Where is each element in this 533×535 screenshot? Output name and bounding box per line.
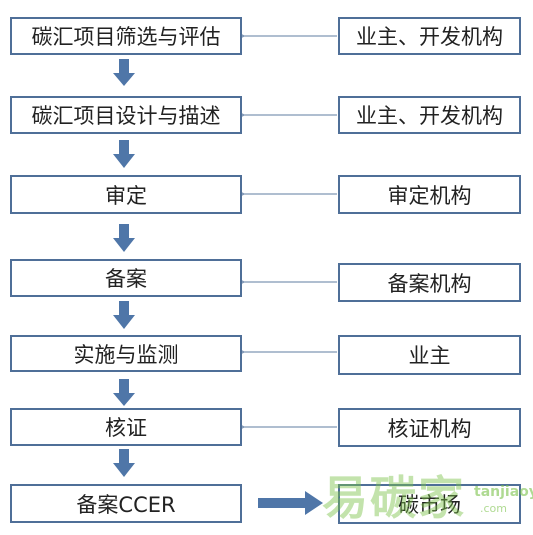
step-label: 备案CCER bbox=[76, 492, 176, 517]
actor-label: 业主 bbox=[408, 344, 451, 368]
actor-label: 业主、开发机构 bbox=[356, 104, 503, 128]
down-arrow-3 bbox=[113, 224, 135, 252]
step-screening-evaluation: 碳汇项目筛选与评估 bbox=[10, 17, 242, 55]
actor-label: 审定机构 bbox=[387, 183, 472, 208]
right-arrow bbox=[258, 491, 323, 515]
actor-registration-body: 备案机构 bbox=[338, 263, 521, 302]
actor-carbon-market: 碳市场 bbox=[338, 484, 521, 524]
down-arrow-4 bbox=[113, 301, 135, 329]
step-label: 碳汇项目设计与描述 bbox=[31, 104, 221, 128]
step-registration: 备案 bbox=[10, 259, 242, 297]
step-label: 实施与监测 bbox=[73, 342, 179, 367]
step-label: 碳汇项目筛选与评估 bbox=[31, 25, 221, 49]
step-validation: 审定 bbox=[10, 175, 242, 214]
step-label: 核证 bbox=[105, 416, 147, 440]
actor-label: 碳市场 bbox=[398, 493, 461, 517]
actor-verification-body: 核证机构 bbox=[338, 408, 521, 447]
step-design-description: 碳汇项目设计与描述 bbox=[10, 96, 242, 134]
actor-owner-developer: 业主、开发机构 bbox=[338, 17, 521, 55]
actor-label: 核证机构 bbox=[387, 416, 472, 441]
down-arrow-2 bbox=[113, 140, 135, 168]
down-arrow-6 bbox=[113, 449, 135, 477]
step-label: 审定 bbox=[105, 183, 147, 208]
down-arrow-5 bbox=[113, 379, 135, 406]
actor-label: 业主、开发机构 bbox=[356, 25, 503, 49]
step-ccer-registration: 备案CCER bbox=[10, 484, 242, 523]
step-label: 备案 bbox=[105, 267, 147, 291]
down-arrow-1 bbox=[113, 59, 135, 86]
step-verification: 核证 bbox=[10, 408, 242, 446]
actor-validation-body: 审定机构 bbox=[338, 175, 521, 214]
step-implementation-monitoring: 实施与监测 bbox=[10, 335, 242, 372]
actor-owner-developer-2: 业主、开发机构 bbox=[338, 96, 521, 134]
actor-owner: 业主 bbox=[338, 335, 521, 375]
actor-label: 备案机构 bbox=[387, 271, 472, 296]
